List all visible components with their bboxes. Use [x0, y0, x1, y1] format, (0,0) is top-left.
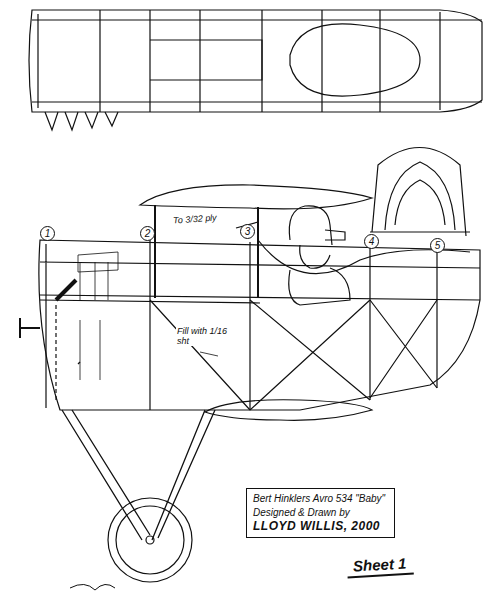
callout-number: 5: [430, 238, 445, 253]
signature-mark: [70, 584, 115, 590]
title-block: Bert Hinklers Avro 534 "Baby" Designed & …: [246, 488, 395, 538]
credit-text: LLOYD WILLIS, 2000: [253, 519, 388, 533]
note-text: Fill with 1/16 sht: [176, 326, 236, 346]
credit-text: Designed & Drawn by: [253, 507, 388, 519]
callout-number: 4: [364, 234, 379, 249]
callout-text: 3: [241, 225, 254, 238]
pilot: [289, 206, 350, 305]
callout-text: 5: [431, 239, 444, 252]
callout-number: 3: [240, 224, 255, 239]
top-view: [29, 10, 482, 130]
sheet-number: Sheet 1: [352, 555, 408, 575]
landing-gear: [62, 410, 215, 582]
note-text: To 3/32 ply: [172, 212, 218, 225]
engine-cowl: [370, 148, 470, 237]
upper-wing: [140, 185, 372, 209]
callout-number: 1: [40, 226, 55, 241]
title-text: Bert Hinklers Avro 534 "Baby": [253, 493, 388, 505]
callout-text: 1: [41, 227, 54, 240]
side-fuselage: [20, 205, 480, 410]
callout-text: 2: [141, 227, 154, 240]
callout-number: 2: [140, 226, 155, 241]
callout-text: 4: [365, 235, 378, 248]
